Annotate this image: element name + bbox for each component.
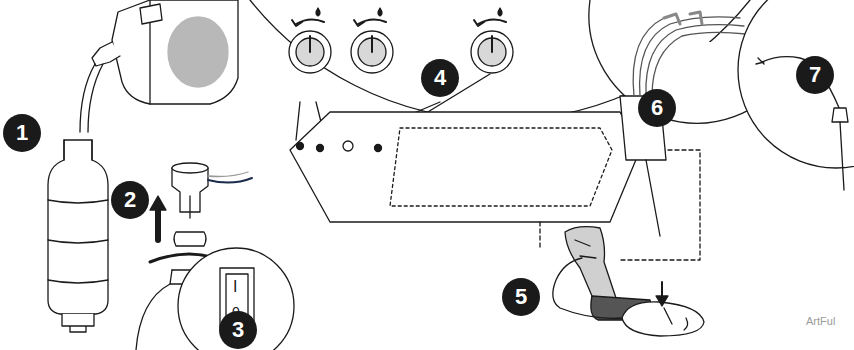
wire	[208, 172, 248, 177]
knob-pointer	[309, 36, 311, 52]
callout-number: 3	[232, 319, 244, 341]
callout-number: 6	[651, 97, 663, 119]
jug-handle	[140, 4, 162, 24]
tubing-connector	[664, 12, 702, 24]
chair-outline	[540, 150, 700, 260]
jug-spout	[92, 42, 120, 66]
water-bottle	[48, 140, 108, 314]
press-arrow-head	[656, 296, 668, 306]
switch-marking: I	[233, 279, 237, 295]
knob-pointer	[491, 36, 493, 52]
boot-fold	[575, 240, 596, 258]
pour-stream	[80, 64, 103, 132]
knob-dot	[317, 145, 324, 152]
jug-label	[168, 17, 228, 87]
control-knob	[471, 31, 513, 73]
handpiece-tubing	[633, 17, 746, 96]
callout-circle: 1	[3, 114, 41, 152]
bottle-base	[62, 314, 94, 332]
bottle-ribs	[48, 140, 108, 283]
tubing-line	[762, 57, 840, 110]
pick-up-tube	[189, 196, 190, 218]
console-panel	[390, 128, 612, 206]
switch-magnifier	[178, 248, 294, 350]
watermark: ArtFul	[806, 316, 835, 327]
jug	[112, 0, 238, 104]
knob-dot	[375, 145, 382, 152]
callout-circle: 5	[502, 278, 540, 316]
pedal-cable	[553, 258, 622, 318]
callout-number: 2	[124, 189, 136, 211]
gauge	[343, 141, 353, 151]
foot-pedal	[622, 302, 704, 336]
callout-number: 4	[434, 67, 446, 89]
control-console	[290, 112, 640, 222]
pedal-detail	[664, 308, 688, 330]
tubing-magnifier	[738, 0, 854, 168]
callout-circle: 2	[111, 181, 149, 219]
callout-number: 5	[515, 286, 527, 308]
callout-circle: 6	[638, 89, 676, 127]
callout-number: 1	[16, 122, 28, 144]
knob-dot	[297, 143, 304, 150]
wire	[208, 178, 252, 183]
knob-pointer	[371, 36, 373, 52]
callout-circle: 4	[421, 59, 459, 97]
neck-ring	[174, 232, 206, 246]
switch-marking: 0	[232, 305, 240, 319]
lift-arrow-head	[150, 196, 166, 210]
control-knob	[351, 31, 393, 73]
turn-arrow-head	[292, 20, 484, 26]
callout-circle: 7	[796, 56, 834, 94]
tubing-end	[756, 58, 764, 64]
lift-arrow	[155, 208, 161, 240]
control-knob	[289, 31, 331, 73]
pedal-cable	[646, 160, 660, 236]
tubing-line	[840, 122, 844, 190]
cap-top	[172, 163, 208, 173]
callout-number: 7	[809, 64, 821, 86]
valve	[832, 108, 848, 122]
water-drop	[316, 8, 502, 16]
